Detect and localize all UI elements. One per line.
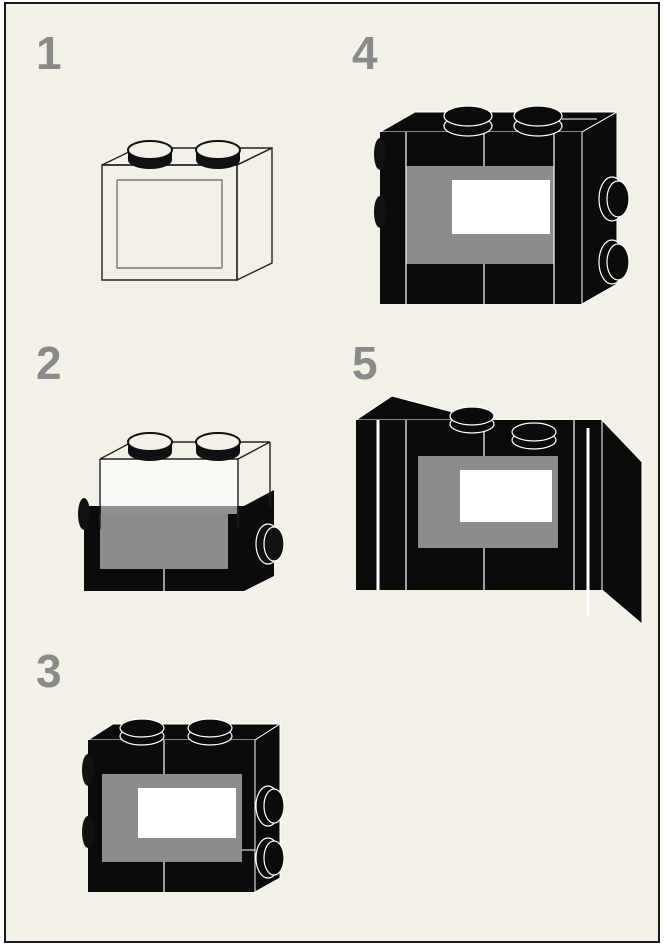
- step-5-number: 5: [352, 340, 378, 386]
- stud-icon: [128, 433, 240, 461]
- step-1-number: 1: [36, 30, 62, 76]
- step-5-window-block-with-panels: [352, 388, 648, 628]
- step-3-window-block: [80, 710, 290, 900]
- step-1-transparent-brick: [92, 130, 282, 290]
- step-2-number: 2: [36, 340, 62, 386]
- step-3-number: 3: [36, 648, 62, 694]
- step-4-window-block: [372, 94, 634, 314]
- instruction-page: 1 2: [4, 2, 660, 943]
- step-2-brick-on-frame: [78, 414, 293, 599]
- step-4-number: 4: [352, 30, 378, 76]
